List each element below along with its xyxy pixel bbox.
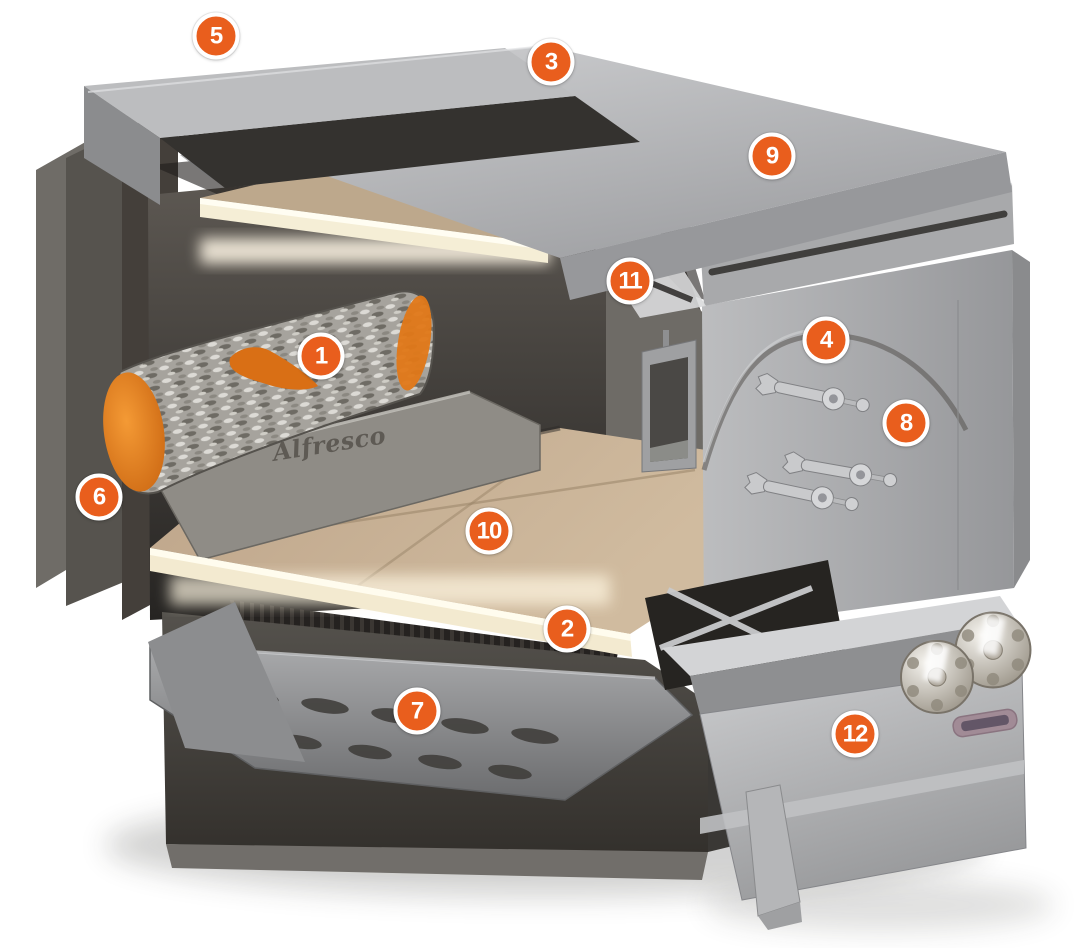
drawer-top <box>662 596 1016 676</box>
tray-left-cap <box>148 602 305 762</box>
callout-badge-12: 12 <box>831 710 879 758</box>
callout-badge-6: 6 <box>75 473 123 521</box>
hearth-front-edge <box>150 548 632 657</box>
callout-badge-4: 4 <box>802 316 850 364</box>
callout-badge-10: 10 <box>465 507 513 555</box>
callout-badge-2: 2 <box>543 605 591 653</box>
callout-badge-9: 9 <box>748 132 796 180</box>
log-cut-end <box>396 295 432 391</box>
callout-badge-3: 3 <box>527 38 575 86</box>
flue-duct <box>641 330 697 473</box>
control-drawer <box>645 560 1030 930</box>
log-knot <box>229 347 318 390</box>
callout-badge-1: 1 <box>297 332 345 380</box>
log-ember-end <box>103 372 165 492</box>
wood-log <box>103 290 436 495</box>
hood-right-skirt <box>560 152 1012 300</box>
hood-lid-side <box>84 86 160 205</box>
hood-vent-slot <box>160 96 640 188</box>
callout-badge-11: 11 <box>606 257 654 305</box>
callout-badge-5: 5 <box>192 12 240 60</box>
callout-badge-7: 7 <box>393 687 441 735</box>
hood-canopy <box>84 45 1012 300</box>
hood-lid <box>84 48 575 138</box>
callout-badge-8: 8 <box>882 399 930 447</box>
rating-label <box>952 708 1018 738</box>
upper-rack-stone <box>200 168 600 264</box>
